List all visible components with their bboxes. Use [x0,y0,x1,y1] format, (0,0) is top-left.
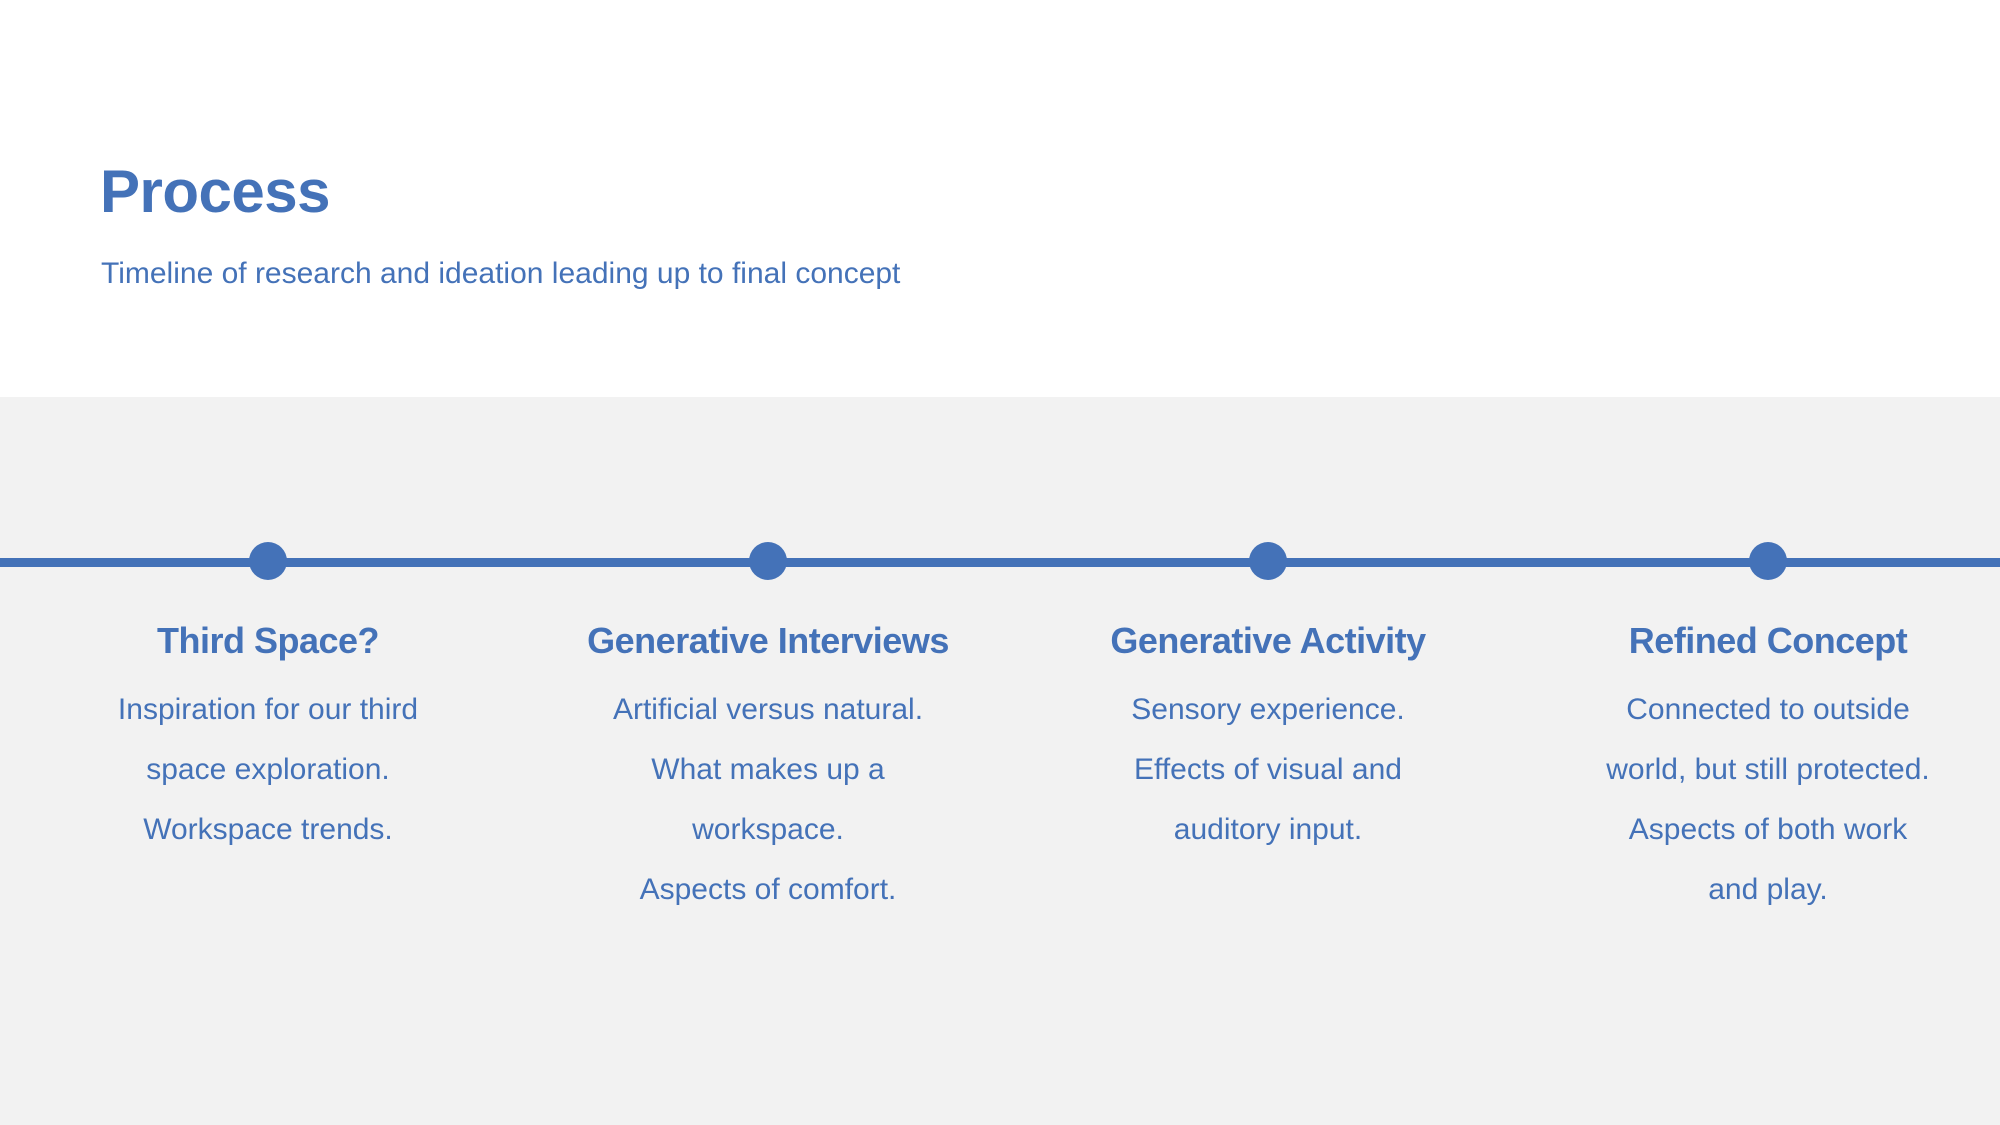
timeline-band [0,397,2000,1125]
description-line: space exploration. [146,753,390,786]
header-section: Process Timeline of research and ideatio… [0,0,2000,397]
description-line: world, but still protected. [1606,753,1930,786]
description-line: auditory input. [1173,813,1363,846]
description-line: workspace. [692,813,844,846]
description-line: Workspace trends. [143,813,393,846]
description-line: Sensory experience. [1131,693,1405,726]
timeline-dot [1749,542,1787,580]
milestone-generative-activity: Generative Activity Sensory experience. … [1068,542,1468,1042]
milestone-title: Generative Interviews [587,620,949,661]
description-line: Aspects of both work [1628,813,1908,846]
milestone-title: Refined Concept [1628,620,1908,661]
milestone-refined-concept: Refined Concept Connected to outside wor… [1568,542,1968,1042]
page-subtitle: Timeline of research and ideation leadin… [101,257,901,290]
description-line: and play. [1708,873,1828,906]
description-line: Aspects of comfort. [639,873,897,906]
timeline-line [0,558,2000,567]
timeline-dot [249,542,287,580]
milestone-generative-interviews: Generative Interviews Artificial versus … [568,542,968,1042]
milestone-description: Inspiration for our third space explorat… [68,680,468,860]
milestone-third-space: Third Space? Inspiration for our third s… [68,542,468,1042]
milestone-description: Connected to outside world, but still pr… [1568,680,1968,920]
description-line: Effects of visual and [1134,753,1402,786]
description-line: Artificial versus natural. [612,693,924,726]
description-line: What makes up a [651,753,885,786]
milestone-title: Generative Activity [1110,620,1426,661]
timeline-dot [749,542,787,580]
milestone-title: Third Space? [156,620,380,661]
description-line: Inspiration for our third [117,693,419,726]
milestone-description: Sensory experience. Effects of visual an… [1068,680,1468,860]
timeline-dot [1249,542,1287,580]
description-line: Connected to outside [1626,693,1910,726]
milestone-description: Artificial versus natural. What makes up… [568,680,968,920]
page-title: Process [100,158,331,225]
